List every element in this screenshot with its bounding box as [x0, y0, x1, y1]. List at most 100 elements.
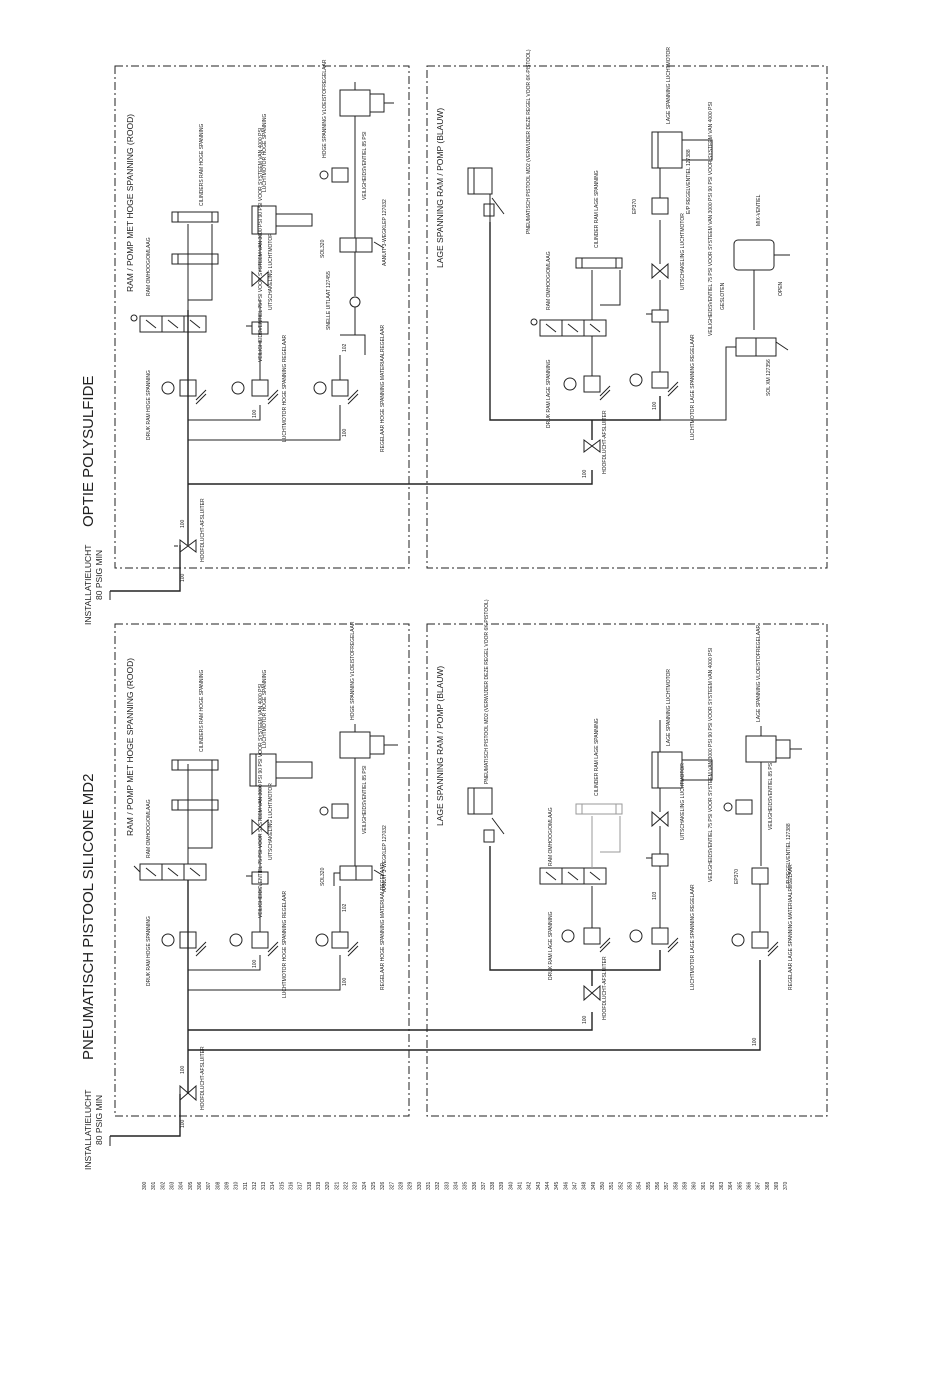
line-number: 335	[463, 1181, 469, 1190]
line-number: 316	[289, 1181, 295, 1190]
line-number: 356	[655, 1181, 661, 1190]
top-red-air-motor-label: LUCHTMOTOR HOGE SPANNING	[262, 113, 268, 192]
line-number: 342	[527, 1181, 533, 1190]
line-number: 347	[573, 1181, 579, 1190]
line-number: 332	[435, 1181, 441, 1190]
bottom-blue-fluid-regulator	[745, 726, 802, 790]
line-number: 333	[444, 1181, 450, 1190]
bottom-blue-fluid-reg-label: LAGE SPANNING VLOEISTOFREGELAAR	[756, 625, 762, 722]
line-number: 349	[591, 1181, 597, 1190]
top-blue-mix-label: MIX-VENTIEL	[756, 194, 762, 226]
line-number: 305	[188, 1181, 194, 1190]
top-branch-blue	[188, 470, 593, 485]
top-blue-cyl-label: CILINDER RAM LAGE SPANNING	[594, 170, 600, 248]
line-number: 348	[582, 1181, 588, 1190]
top-blue-motor-reg-label: LUCHTMOTOR LAGE SPANNING REGELAAR	[690, 334, 696, 440]
top-blue-motor-regulator	[629, 322, 679, 397]
line-number: 320	[325, 1181, 331, 1190]
line-number: 301	[151, 1181, 157, 1190]
top-red-n102: 102	[342, 343, 348, 352]
top-blue-header: LAGE SPANNING RAM / POMP (BLAUW)	[435, 108, 445, 268]
bottom-main-shutoff-valve	[179, 1084, 197, 1102]
line-number: 355	[646, 1181, 652, 1190]
bottom-blue-cylinder	[575, 803, 623, 868]
bottom-red-fluid-reg-label: HOGE SPANNING VLOEISTOFREGELAAR	[350, 621, 356, 720]
line-number: 363	[719, 1181, 725, 1190]
top-blue-sol-valve	[660, 337, 789, 421]
top-main-shutoff-valve	[174, 539, 197, 553]
top-supply-pressure: 80 PSIG MIN	[94, 550, 104, 600]
top-line-100b: 100	[180, 519, 186, 528]
top-blue-safety-label: VEILIGHEIDSVENTIEL 75 PSI VOOR SYSTEEM V…	[708, 102, 714, 336]
top-section-title: OPTIE POLYSULFIDE	[80, 376, 97, 527]
line-number: 307	[206, 1181, 212, 1190]
top-blue-mix-valve	[733, 239, 790, 330]
line-number: 366	[747, 1181, 753, 1190]
line-number: 304	[179, 1181, 185, 1190]
top-blue-open-label: OPEN	[778, 281, 784, 296]
bottom-blue-mat-reg-label: REGELAAR LAGE SPANNING MATERIAALREGELAAR	[788, 864, 794, 990]
line-number: 353	[628, 1181, 634, 1190]
top-supply-line	[110, 310, 189, 592]
top-blue-ram-updown-label: RAM OMHOOG/OMLAAG	[546, 251, 552, 310]
bottom-supply-pressure: 80 PSIG MIN	[94, 1095, 104, 1145]
line-number: 369	[774, 1181, 780, 1190]
top-branch-motor	[188, 405, 261, 421]
line-number: 367	[756, 1181, 762, 1190]
bottom-blue-frame	[426, 623, 828, 1117]
bottom-blue-valve-85	[723, 790, 762, 866]
bottom-blue-pistol	[467, 787, 505, 843]
line-number: 345	[554, 1181, 560, 1190]
top-blue-cylinder	[575, 257, 623, 320]
top-red-exhaust-label: UITSCHAKELING LUCHTMOTOR	[268, 233, 274, 310]
bottom-branch-motor	[188, 955, 261, 971]
top-blue-ep-label: EP370	[632, 199, 638, 214]
line-number: 360	[692, 1181, 698, 1190]
line-number: 362	[710, 1181, 716, 1190]
top-blue-exhaust-valve	[651, 220, 669, 280]
top-main-shutoff-label: HOOFDLUCHT-AFSLUITER	[200, 498, 206, 562]
bottom-line-100b: 100	[180, 1065, 186, 1074]
line-number: 340	[508, 1181, 514, 1190]
line-number: 334	[453, 1181, 459, 1190]
bottom-red-motor-reg-label: LUCHTMOTOR HOGE SPANNING REGELAAR	[282, 891, 288, 998]
line-number: 337	[481, 1181, 487, 1190]
bottom-red-exhaust-label: UITSCHAKELING LUCHTMOTOR	[268, 783, 274, 860]
bottom-blue-exhaust-valve	[651, 788, 669, 828]
bottom-red-air-motor-label: LUCHTMOTOR HOGE SPANNING	[262, 669, 268, 748]
line-number: 313	[261, 1181, 267, 1190]
bottom-red-mat-regulator	[315, 886, 359, 957]
bottom-blue-cyl-label: CILINDER RAM LAGE SPANNING	[594, 718, 600, 796]
top-red-cyl-lines	[187, 224, 213, 316]
line-number: 317	[298, 1181, 304, 1190]
top-red-valve85-label: VEILIGHEIDSVENTIEL 85 PSI	[362, 132, 368, 200]
bottom-diagram: RAM / POMP MET HOGE SPANNING (ROOD) LAGE…	[109, 599, 828, 1146]
top-blue-motor-label: LAGE SPANNING LUCHTMOTOR	[666, 47, 672, 124]
bottom-red-ram-updown-label: RAM OMHOOG/OMLAAG	[146, 799, 152, 858]
line-number: 336	[472, 1181, 478, 1190]
bottom-blue-n100: 100	[582, 1015, 588, 1024]
bottom-blue-pistol-label: PNEUMATISCH PISTOOL MD2 (VERWIJDER DEZE …	[484, 599, 490, 784]
line-number: 302	[160, 1181, 166, 1190]
bottom-blue-ep-label: EP370	[734, 869, 740, 884]
line-number: 306	[197, 1181, 203, 1190]
bottom-red-safety-label: VEILIGHEIDSVENTIEL 75 PSI VOOR SYSTEEM V…	[258, 684, 264, 918]
line-number: 311	[243, 1182, 249, 1190]
top-red-mat-reg-label: REGELAAR HOGE SPANNING MATERIAALREGELAAR	[380, 325, 386, 452]
line-number: 341	[518, 1181, 524, 1190]
top-blue-main-shutoff	[583, 439, 601, 453]
top-red-motor-regulator	[231, 300, 279, 405]
top-blue-n100-motor: 100	[652, 401, 658, 410]
bottom-blue-header: LAGE SPANNING RAM / POMP (BLAUW)	[435, 666, 445, 826]
bottom-red-press-ram-regulator	[161, 880, 207, 957]
bottom-red-safety-valve	[246, 834, 269, 885]
line-number: 309	[224, 1181, 230, 1190]
bottom-red-header: RAM / POMP MET HOGE SPANNING (ROOD)	[125, 658, 135, 836]
bottom-blue-mat-regulator	[731, 931, 779, 957]
bottom-red-fluid-regulator	[339, 724, 398, 780]
line-number: 300	[142, 1181, 148, 1190]
bottom-red-cyl-label: CILINDERS RAM HOGE SPANNING	[199, 669, 205, 752]
bottom-red-sol-valve	[333, 865, 385, 886]
